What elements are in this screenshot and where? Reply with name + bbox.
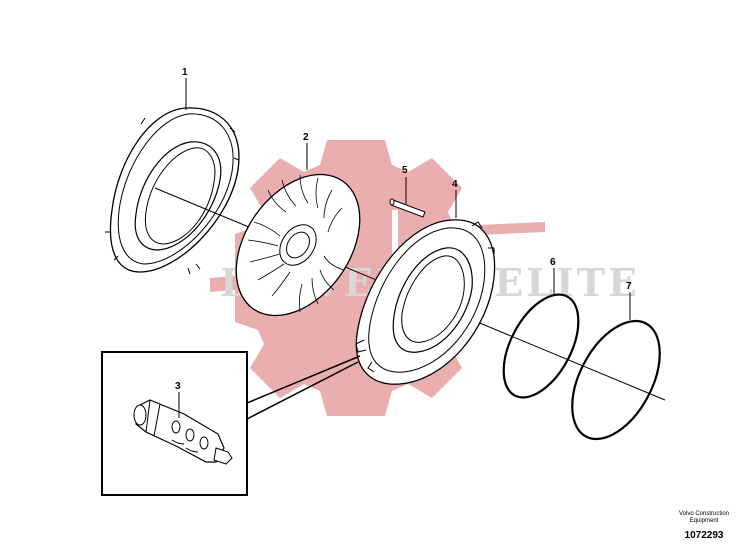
part-2-friction-disc <box>235 173 361 317</box>
callout-4: 4 <box>452 179 458 190</box>
part-3-plunger <box>133 399 233 465</box>
publisher-credit: Volvo Construction Equipment <box>664 511 744 525</box>
callout-2: 2 <box>303 132 309 143</box>
part-7-o-ring <box>571 319 661 441</box>
credit-line-2: Equipment <box>689 518 719 524</box>
document-number: 1072293 <box>684 530 724 541</box>
credit-line-1: Volvo Construction <box>678 511 730 517</box>
callout-3: 3 <box>175 381 181 392</box>
callout-7: 7 <box>626 281 632 292</box>
part-1-clutch-plate <box>105 107 240 275</box>
callout-5: 5 <box>402 165 408 176</box>
callout-6: 6 <box>550 257 556 268</box>
part-6-o-ring <box>502 293 580 399</box>
part-4-piston <box>355 219 496 385</box>
part-5-pin <box>389 198 426 218</box>
callout-1: 1 <box>182 67 188 78</box>
